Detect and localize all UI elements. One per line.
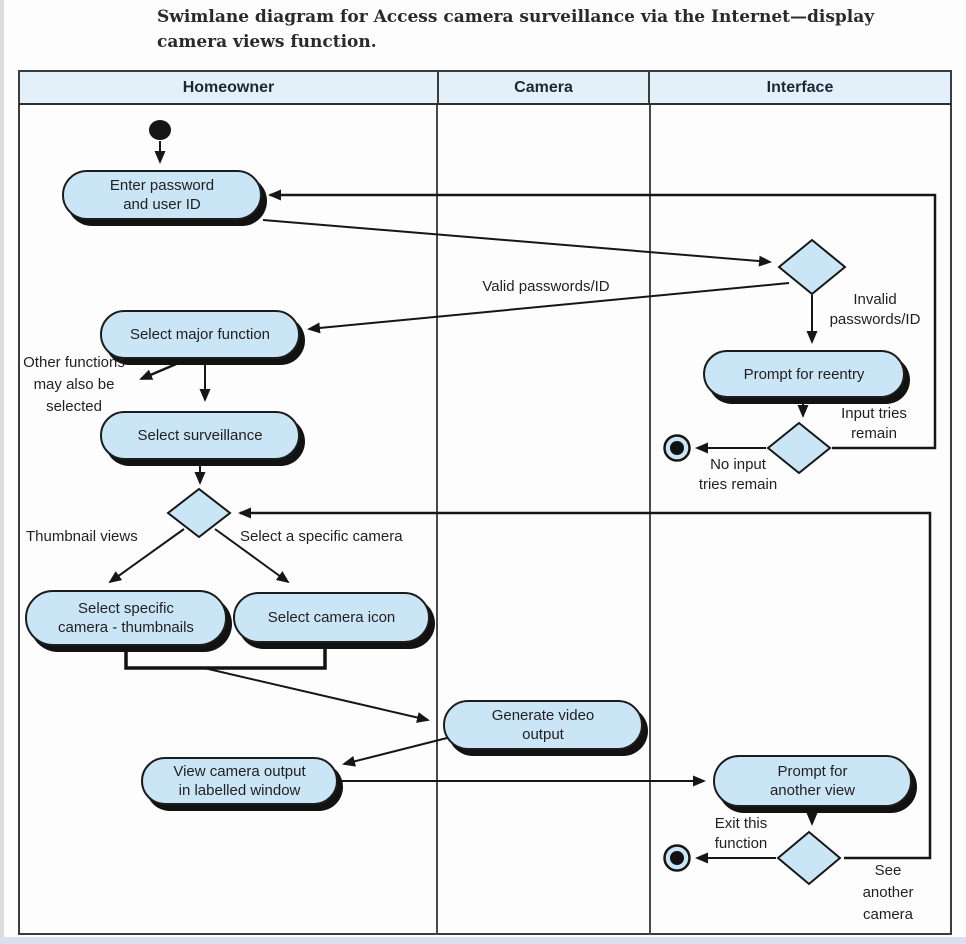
activity-select-surveillance: Select surveillance xyxy=(100,411,300,460)
lane-divider-1 xyxy=(436,105,438,935)
lane-header-row: Homeowner Camera Interface xyxy=(18,70,952,105)
label-input-tries-remain: Input tries remain xyxy=(841,405,907,442)
activity-enter-password: Enter password and user ID xyxy=(62,170,262,220)
figure-caption: Swimlane diagram for Access camera surve… xyxy=(157,7,875,52)
label-no-input-tries-remain: No input tries remain xyxy=(698,456,778,493)
page-edge-bottom xyxy=(0,937,966,944)
activity-prompt-for-reentry: Prompt for reentry xyxy=(703,350,905,398)
label-select-a-specific-camera: Select a specific camera xyxy=(240,528,403,545)
activity-prompt-for-another-view: Prompt for another view xyxy=(713,755,912,807)
activity-select-major-function: Select major function xyxy=(100,310,300,359)
label-invalid-passwords: Invalid passwords/ID xyxy=(829,291,921,328)
activity-select-specific-camera: Select specific camera - thumbnails xyxy=(25,590,227,646)
activity-select-camera-icon: Select camera icon xyxy=(233,592,430,643)
lane-header-camera: Camera xyxy=(439,72,650,103)
label-other-functions: Other functions may also be selected xyxy=(23,354,125,415)
page-edge-left xyxy=(0,0,4,944)
activity-view-camera-output: View camera output in labelled window xyxy=(141,757,338,805)
label-see-another-camera: See another camera xyxy=(862,862,914,923)
label-exit-this-function: Exit this function xyxy=(714,815,768,852)
lane-header-homeowner: Homeowner xyxy=(20,72,439,103)
label-thumbnail-views: Thumbnail views xyxy=(26,528,138,545)
lane-header-interface: Interface xyxy=(766,78,834,96)
activity-generate-video-output: Generate video output xyxy=(443,700,643,750)
label-valid-passwords: Valid passwords/ID xyxy=(482,278,610,295)
lane-divider-2 xyxy=(649,105,651,935)
